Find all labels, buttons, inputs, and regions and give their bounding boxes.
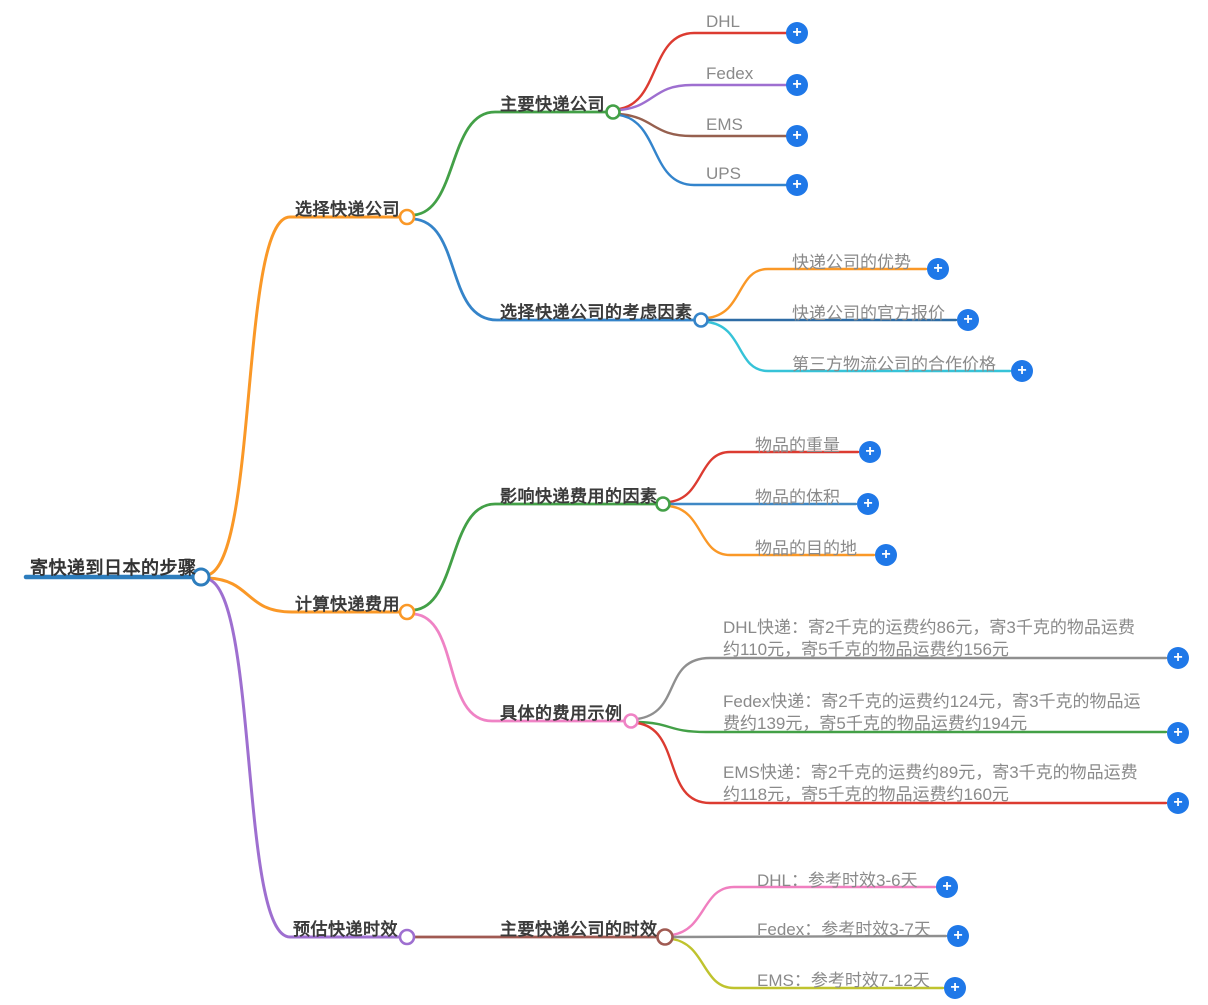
leaf-ems-label[interactable]: EMS	[706, 115, 743, 134]
connector-considerations[interactable]	[693, 312, 709, 328]
add-child-button-thirdparty-price[interactable]: +	[1011, 360, 1033, 382]
add-child-button-fedex-cost[interactable]: +	[1167, 722, 1189, 744]
link-to-main-companies	[412, 110, 609, 217]
node-company-times-label[interactable]: 主要快递公司的时效	[500, 920, 658, 939]
leaf-item-weight-label[interactable]: 物品的重量	[755, 436, 840, 455]
add-child-button-fedex-time[interactable]: +	[947, 925, 969, 947]
connector-estimate-time[interactable]	[398, 928, 416, 946]
node-cost-examples-label[interactable]: 具体的费用示例	[500, 704, 623, 723]
connector-cost-factors[interactable]	[655, 496, 671, 512]
leaf-dhl-cost-label[interactable]: DHL快递：寄2千克的运费约86元，寄3千克的物品运费 约110元，寄5千克的物…	[723, 617, 1135, 661]
link-leaf-item-weight	[667, 450, 860, 504]
branch-estimate-time-label[interactable]: 预估快递时效	[293, 920, 398, 939]
leaf-fedex-label[interactable]: Fedex	[706, 64, 754, 83]
branch-select-company-label[interactable]: 选择快递公司	[295, 200, 400, 219]
leaf-fedex-cost-line1: Fedex快递：寄2千克的运费约124元，寄3千克的物品运	[723, 692, 1141, 711]
node-considerations-label[interactable]: 选择快递公司的考虑因素	[500, 303, 693, 322]
add-child-button-ups[interactable]: +	[786, 174, 808, 196]
link-leaf-ups	[617, 113, 788, 187]
link-root-to-estimate-time	[206, 577, 402, 939]
link-to-cost-factors	[412, 502, 658, 612]
add-child-button-ems-time[interactable]: +	[944, 977, 966, 999]
leaf-ems-cost-label[interactable]: EMS快递：寄2千克的运费约89元，寄3千克的物品运费 约118元，寄5千克的物…	[723, 762, 1138, 806]
connector-company-times[interactable]	[656, 928, 674, 946]
add-child-button-official-quotes[interactable]: +	[957, 309, 979, 331]
add-child-button-item-weight[interactable]: +	[859, 441, 881, 463]
link-leaf-fedex	[617, 83, 788, 112]
branch-calc-cost-label[interactable]: 计算快递费用	[295, 595, 400, 614]
link-leaf-fedex-time	[671, 934, 948, 939]
leaf-ems-time-label[interactable]: EMS：参考时效7-12天	[757, 971, 930, 990]
root-node-label[interactable]: 寄快递到日本的步骤	[30, 558, 197, 578]
leaf-fedex-cost-label[interactable]: Fedex快递：寄2千克的运费约124元，寄3千克的物品运 费约139元，寄5千…	[723, 691, 1141, 735]
link-leaf-ems	[617, 112, 788, 138]
leaf-item-destination-label[interactable]: 物品的目的地	[755, 539, 857, 558]
link-leaf-item-destination	[667, 504, 876, 557]
link-leaf-fedex-cost	[636, 720, 1168, 734]
add-child-button-dhl-time[interactable]: +	[936, 876, 958, 898]
leaf-dhl-cost-line2: 约110元，寄5千克的物品运费约156元	[723, 640, 1009, 659]
leaf-thirdparty-price-label[interactable]: 第三方物流公司的合作价格	[792, 355, 996, 374]
leaf-dhl-time-label[interactable]: DHL：参考时效3-6天	[757, 871, 918, 890]
leaf-dhl-cost-line1: DHL快递：寄2千克的运费约86元，寄3千克的物品运费	[723, 618, 1135, 637]
leaf-fedex-cost-line2: 费约139元，寄5千克的物品运费约194元	[723, 714, 1028, 733]
link-root-to-select-company	[206, 215, 402, 577]
add-child-button-item-destination[interactable]: +	[875, 544, 897, 566]
root-node-connector[interactable]	[191, 567, 211, 587]
add-child-button-advantages[interactable]: +	[927, 258, 949, 280]
node-main-companies-label[interactable]: 主要快递公司	[500, 95, 605, 114]
leaf-fedex-time-label[interactable]: Fedex：参考时效3-7天	[757, 920, 931, 939]
add-child-button-ems[interactable]: +	[786, 125, 808, 147]
leaf-advantages-label[interactable]: 快递公司的优势	[792, 253, 911, 272]
link-leaf-ems-time	[670, 937, 945, 990]
link-root-to-calc-cost	[206, 576, 402, 614]
link-to-considerations	[412, 217, 696, 322]
add-child-button-dhl[interactable]: +	[786, 22, 808, 44]
add-child-button-dhl-cost[interactable]: +	[1167, 647, 1189, 669]
link-leaf-dhl-cost	[635, 656, 1168, 721]
link-leaf-ems-cost	[635, 721, 1168, 805]
add-child-button-item-volume[interactable]: +	[857, 493, 879, 515]
leaf-official-quotes-label[interactable]: 快递公司的官方报价	[792, 304, 945, 323]
connector-main-companies[interactable]	[605, 104, 621, 120]
leaf-ems-cost-line1: EMS快递：寄2千克的运费约89元，寄3千克的物品运费	[723, 763, 1138, 782]
add-child-button-ems-cost[interactable]: +	[1167, 792, 1189, 814]
link-leaf-dhl	[617, 31, 788, 111]
link-leaf-advantages	[705, 267, 928, 320]
link-leaf-dhl-time	[670, 885, 937, 937]
leaf-ups-label[interactable]: UPS	[706, 164, 741, 183]
connector-cost-examples[interactable]	[623, 713, 639, 729]
node-cost-factors-label[interactable]: 影响快递费用的因素	[500, 487, 658, 506]
connector-calc-cost[interactable]	[398, 603, 416, 621]
leaf-ems-cost-line2: 约118元，寄5千克的物品运费约160元	[723, 785, 1009, 804]
leaf-item-volume-label[interactable]: 物品的体积	[755, 488, 840, 507]
add-child-button-fedex[interactable]: +	[786, 74, 808, 96]
link-to-cost-examples	[412, 612, 626, 723]
link-leaf-thirdparty-price	[705, 320, 1012, 373]
leaf-dhl-label[interactable]: DHL	[706, 12, 741, 31]
connector-select-company[interactable]	[398, 208, 416, 226]
